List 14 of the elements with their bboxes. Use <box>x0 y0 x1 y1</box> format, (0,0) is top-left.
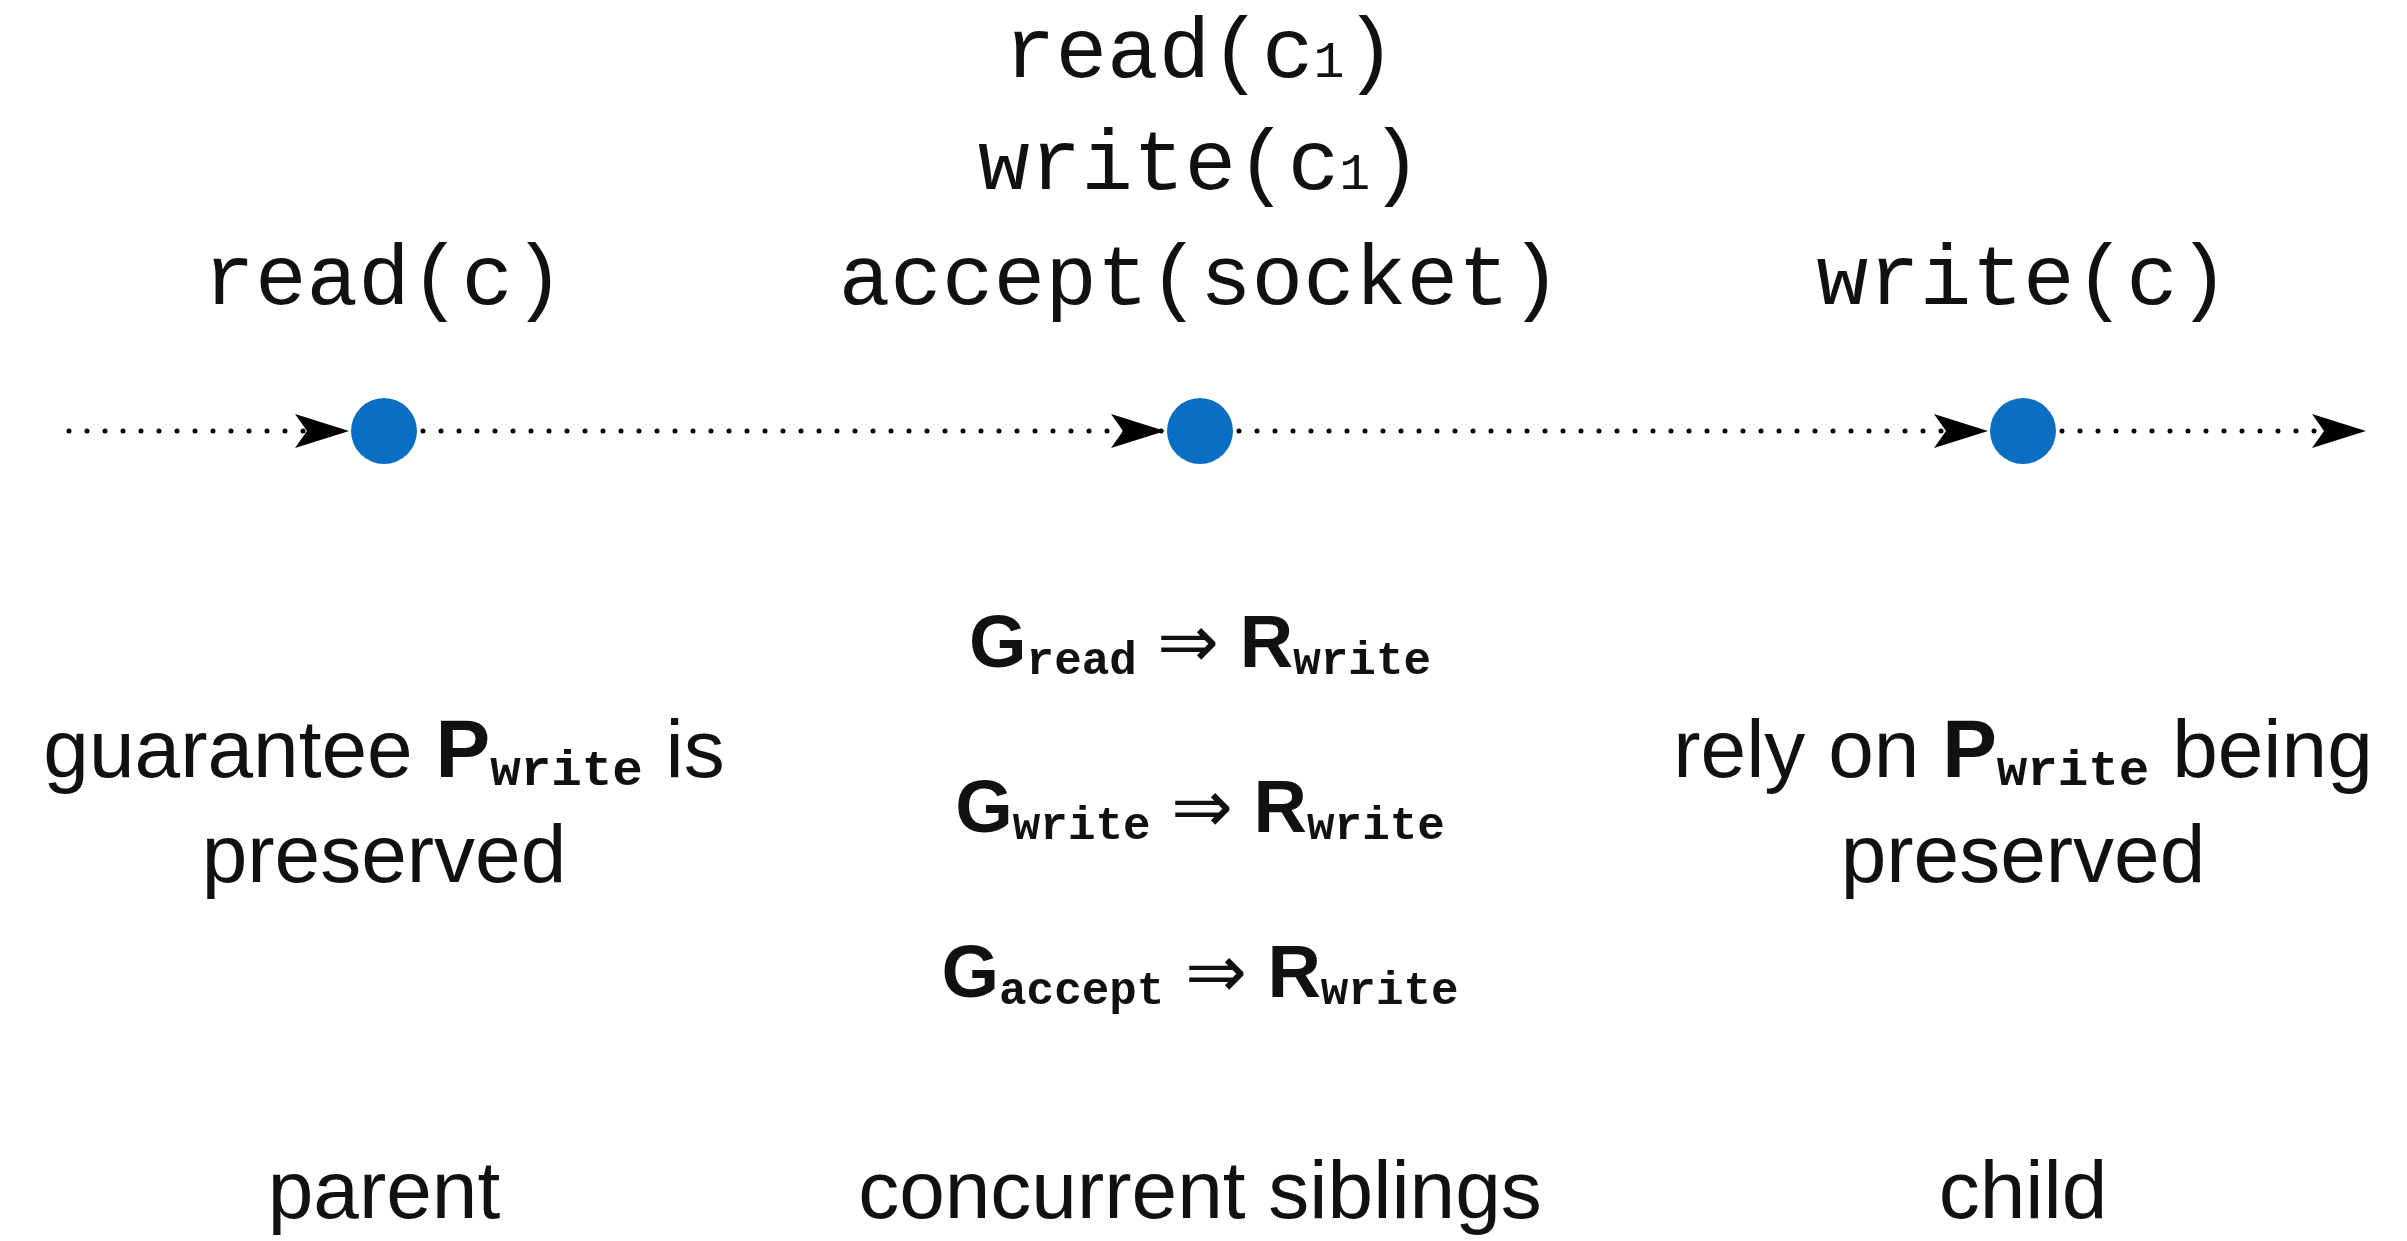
event-dot <box>351 398 417 464</box>
function-call-text: accept(socket) <box>838 238 1562 324</box>
event-dot <box>1167 398 1233 464</box>
formula-text: G$_{accept}$ ⇒ R$_{write}$ <box>941 934 1459 1016</box>
event-dot <box>1990 398 2056 464</box>
role-label: parent <box>267 1142 501 1237</box>
role-label: child <box>1938 1142 2108 1237</box>
note-text: guarantee P$_{write}$ is preserved <box>42 702 726 902</box>
formula-text: G$_{read}$ ⇒ R$_{write}$ <box>969 604 1431 686</box>
note-text: rely on P$_{write}$ being preserved <box>1672 702 2374 902</box>
function-call-text: read(c) <box>203 238 565 324</box>
function-call-text: write(c) <box>1816 238 2230 324</box>
role-label: concurrent siblings <box>858 1142 1542 1237</box>
formula-text: G$_{write}$ ⇒ R$_{write}$ <box>955 769 1445 851</box>
